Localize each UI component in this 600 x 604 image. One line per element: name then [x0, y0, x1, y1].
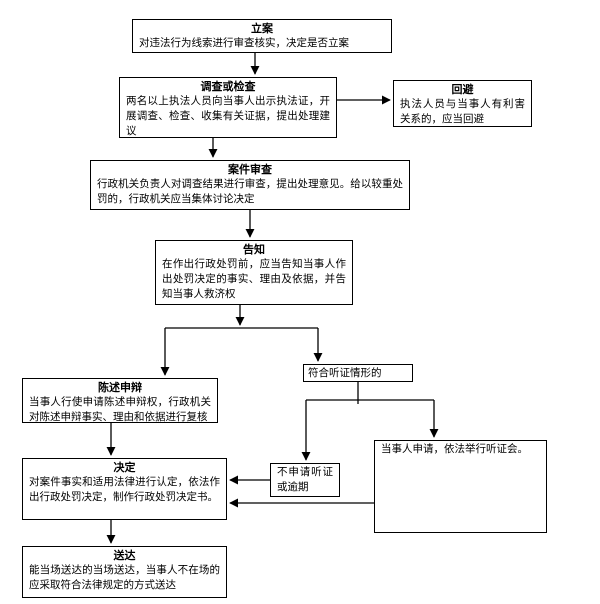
node-gaozhi-text: 在作出行政处罚前，应当告知当事人作出处罚决定的事实、理由及依据，并告知当事人救济…: [162, 258, 346, 300]
node-bushenqing-tingzheng-text: 不申请听证或逾期: [277, 466, 333, 493]
node-chenshu-shenbian-text: 当事人行使申请陈述申辩权，行政机关对陈述申辩事实、理由和依据进行复核: [29, 396, 211, 423]
node-lian-title: 立案: [251, 22, 273, 35]
node-tingzheng-condition: 符合听证情形的: [303, 364, 413, 382]
node-huibi-text: 执法人员与当事人有利害关系的，应当回避: [400, 98, 525, 126]
node-huibi: 回避 执法人员与当事人有利害关系的，应当回避: [393, 80, 532, 127]
node-diaocha-title: 调查或检查: [200, 80, 256, 93]
node-gaozhi: 告知 在作出行政处罚前，应当告知当事人作出处罚决定的事实、理由及依据，并告知当事…: [155, 240, 353, 305]
node-diaocha-text: 两名以上执法人员向当事人出示执法证，开展调查、检查、收集有关证据，提出处理建议: [126, 95, 330, 137]
node-bushenqing-tingzheng: 不申请听证或逾期: [270, 463, 340, 497]
node-lian-text: 对违法行为线索进行审查核实，决定是否立案: [139, 37, 349, 50]
node-shencha-text: 行政机关负责人对调查结果进行审查，提出处理意见。给以较重处罚的，行政机关应当集体…: [97, 178, 403, 206]
node-diaocha: 调查或检查 两名以上执法人员向当事人出示执法证，开展调查、检查、收集有关证据，提…: [119, 77, 337, 138]
node-chenshu-shenbian-title: 陈述申辩: [98, 381, 142, 394]
node-tingzheng-hui-text: 当事人申请，依法举行听证会。: [381, 443, 528, 455]
node-chenshu-shenbian: 陈述申辩 当事人行使申请陈述申辩权，行政机关对陈述申辩事实、理由和依据进行复核: [22, 378, 218, 423]
node-jueding-title: 决定: [113, 461, 136, 474]
node-songda: 送达 能当场送达的当场送达，当事人不在场的应采取符合法律规定的方式送达: [22, 546, 227, 598]
node-tingzheng-hui: 当事人申请，依法举行听证会。: [374, 440, 547, 533]
node-huibi-title: 回避: [451, 83, 474, 96]
node-lian: 立案 对违法行为线索进行审查核实，决定是否立案: [132, 19, 392, 53]
node-tingzheng-condition-text: 符合听证情形的: [308, 367, 382, 379]
node-shencha: 案件审查 行政机关负责人对调查结果进行审查，提出处理意见。给以较重处罚的，行政机…: [90, 160, 410, 210]
node-jueding-text: 对案件事实和适用法律进行认定，依法作出行政处罚决定，制作行政处罚决定书。: [29, 476, 220, 504]
node-shencha-title: 案件审查: [228, 163, 272, 176]
node-jueding: 决定 对案件事实和适用法律进行认定，依法作出行政处罚决定，制作行政处罚决定书。: [22, 458, 227, 520]
node-songda-title: 送达: [113, 549, 136, 562]
node-gaozhi-title: 告知: [243, 243, 265, 256]
node-songda-text: 能当场送达的当场送达，当事人不在场的应采取符合法律规定的方式送达: [29, 564, 220, 592]
